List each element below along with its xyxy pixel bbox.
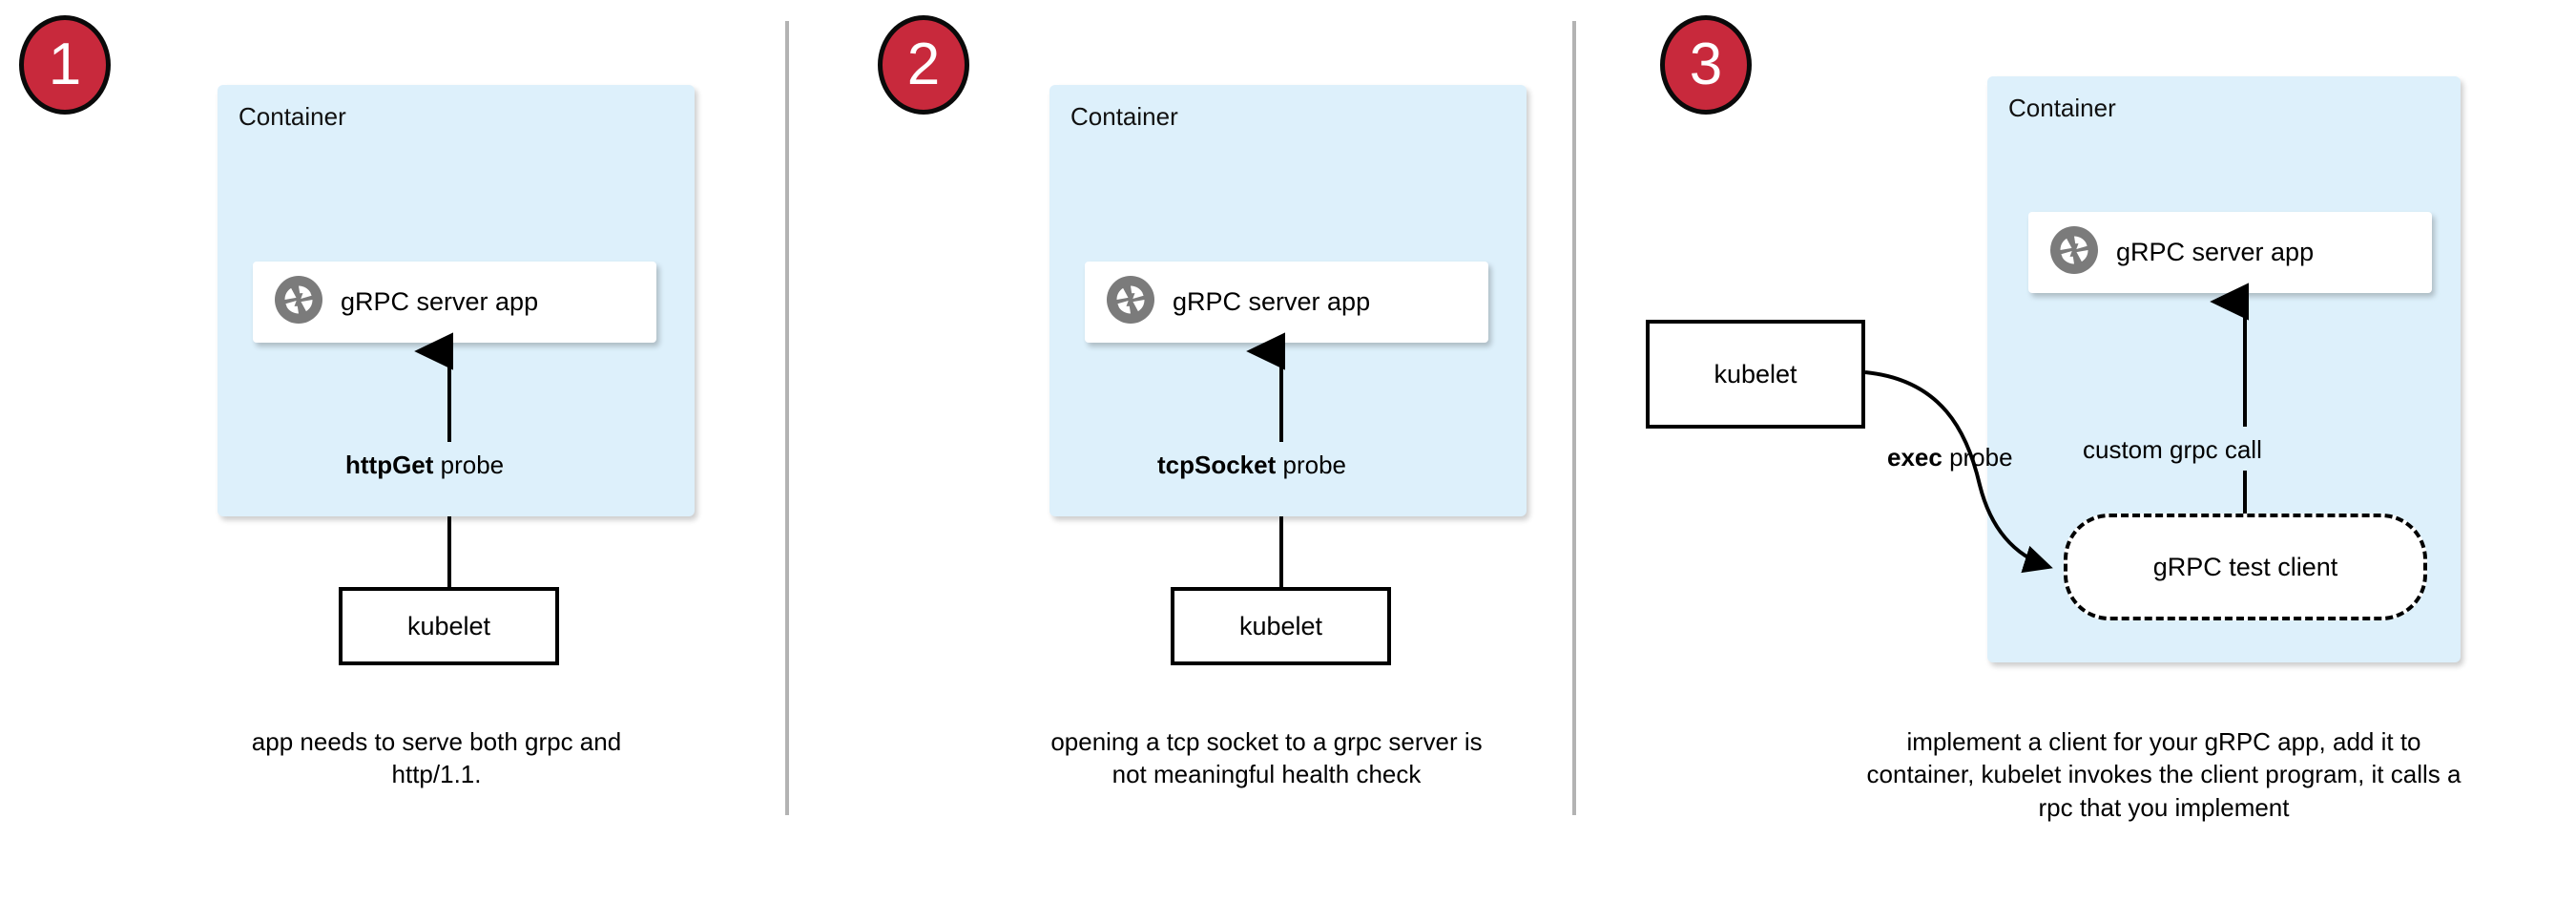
step-badge-3: 3: [1660, 15, 1752, 115]
kubelet-label: kubelet: [1238, 611, 1323, 640]
grpc-server-app-card-3[interactable]: gRPC server app: [2028, 212, 2432, 293]
panel-caption-2: opening a tcp socket to a grpc server is…: [1050, 727, 1483, 789]
app-label: gRPC server app: [2116, 238, 2315, 266]
probe-label-bold: tcpSocket: [1157, 451, 1277, 479]
probe-label-bold: exec: [1887, 443, 1942, 472]
grpc-logo-icon: [2049, 225, 2099, 280]
grpc-logo-icon: [1106, 275, 1155, 329]
panel-caption-1: app needs to serve both grpc and http/1.…: [251, 727, 622, 789]
step-badge-2: 2: [878, 15, 969, 115]
kubelet-box-2[interactable]: kubelet: [1171, 587, 1391, 665]
test-client-label: gRPC test client: [2152, 552, 2338, 581]
grpc-logo-icon: [274, 275, 323, 329]
exec-probe-label: exec probe: [1887, 443, 2013, 472]
probe-label-bold: httpGet: [345, 451, 434, 479]
probe-label-rest: probe: [1942, 443, 2013, 472]
kubelet-label: kubelet: [1714, 359, 1797, 388]
step-number: 3: [1689, 31, 1723, 97]
grpc-server-app-card-1[interactable]: gRPC server app: [253, 262, 656, 343]
panel-caption-3: implement a client for your gRPC app, ad…: [1866, 727, 2462, 822]
grpc-server-app-card-2[interactable]: gRPC server app: [1085, 262, 1488, 343]
panel-divider-2: [1572, 21, 1576, 815]
panel-divider-1: [785, 21, 789, 815]
step-number: 1: [48, 31, 82, 97]
custom-grpc-call-label: custom grpc call: [2083, 435, 2262, 464]
kubelet-label: kubelet: [406, 611, 491, 640]
probe-label-2: tcpSocket probe: [1157, 451, 1346, 480]
kubelet-box-1[interactable]: kubelet: [339, 587, 559, 665]
app-label: gRPC server app: [341, 287, 539, 316]
kubelet-box-3[interactable]: kubelet: [1646, 320, 1865, 429]
container-label: Container: [2008, 94, 2116, 122]
step-number: 2: [906, 31, 941, 97]
app-label: gRPC server app: [1173, 287, 1371, 316]
probe-label-rest: probe: [433, 451, 505, 479]
container-label: Container: [1070, 102, 1178, 131]
step-badge-1: 1: [19, 15, 111, 115]
probe-label-rest: probe: [1276, 451, 1346, 479]
grpc-test-client-box[interactable]: gRPC test client: [2064, 514, 2427, 620]
container-label: Container: [239, 102, 346, 131]
probe-label-1: httpGet probe: [345, 451, 504, 480]
